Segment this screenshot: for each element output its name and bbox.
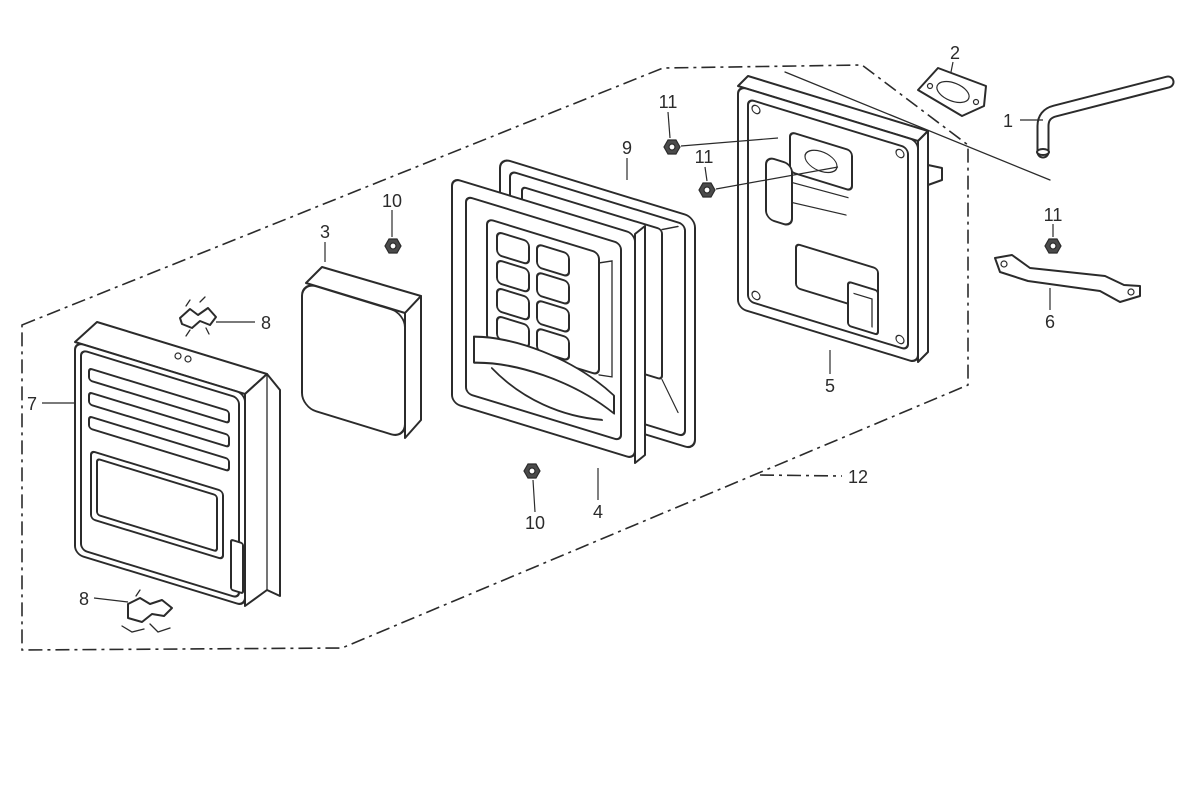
callout-4: 4 bbox=[593, 502, 603, 522]
nut bbox=[523, 463, 541, 479]
base-tab bbox=[927, 164, 943, 186]
filter-case bbox=[451, 179, 646, 464]
louvre bbox=[88, 416, 230, 472]
callout-1: 1 bbox=[1003, 111, 1013, 131]
cover-latch bbox=[230, 539, 244, 594]
cover-window bbox=[90, 450, 224, 560]
clip bbox=[121, 589, 173, 633]
callout-6: 6 bbox=[1045, 312, 1055, 332]
assembly-outline bbox=[21, 64, 969, 651]
callout-7: 7 bbox=[27, 394, 37, 414]
reference-line bbox=[784, 71, 1051, 181]
callout-10-top: 10 bbox=[382, 191, 402, 211]
nut bbox=[698, 182, 716, 198]
callout-11-left: 11 bbox=[659, 92, 678, 112]
callout-3: 3 bbox=[320, 222, 330, 242]
callout-2: 2 bbox=[950, 43, 960, 63]
louvre bbox=[88, 368, 230, 424]
nut bbox=[384, 238, 402, 254]
callout-11-right: 11 bbox=[1044, 205, 1063, 225]
intake-duct bbox=[473, 335, 615, 415]
base-bracket bbox=[847, 281, 879, 336]
foam-filter-element bbox=[301, 266, 422, 439]
callout-5: 5 bbox=[825, 376, 835, 396]
breather-chamber bbox=[765, 157, 793, 226]
leader-lines bbox=[42, 61, 1054, 603]
callout-9: 9 bbox=[622, 138, 632, 158]
air-cleaner-base bbox=[737, 75, 943, 363]
callout-11-middle: 11 bbox=[695, 147, 714, 167]
callout-10-bottom: 10 bbox=[525, 513, 545, 533]
clip bbox=[179, 296, 217, 337]
nut bbox=[1044, 238, 1062, 254]
nut bbox=[663, 139, 681, 155]
air-cleaner-cover bbox=[74, 321, 281, 607]
louvre bbox=[88, 392, 230, 448]
breather-tube bbox=[1036, 75, 1175, 159]
base-gasket bbox=[917, 67, 987, 117]
callout-8-bottom: 8 bbox=[79, 589, 89, 609]
callout-12: 12 bbox=[848, 467, 868, 487]
callout-8-top: 8 bbox=[261, 313, 271, 333]
bracket bbox=[994, 254, 1141, 303]
